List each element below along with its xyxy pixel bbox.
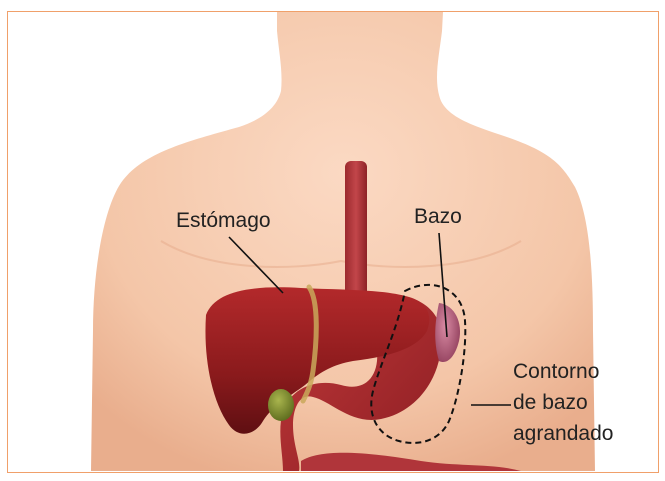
gallbladder: [268, 389, 294, 421]
outline-label-line1: Contorno: [513, 360, 599, 384]
stomach-label: Estómago: [176, 209, 271, 233]
esophagus: [345, 161, 367, 301]
outline-label-line3: agrandado: [513, 422, 613, 446]
outline-label-line2: de bazo: [513, 391, 588, 415]
spleen-label: Bazo: [414, 205, 462, 229]
